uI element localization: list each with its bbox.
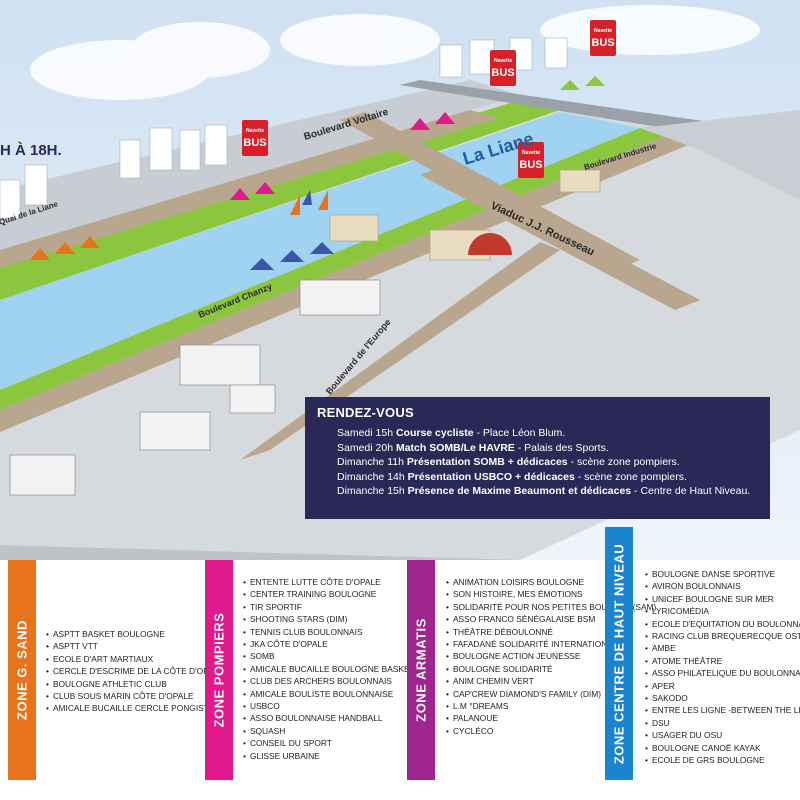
list-item: AMBE — [645, 642, 800, 654]
list-item: RACING CLUB BREQUERECQUE OSTROHOVE — [645, 630, 800, 642]
svg-text:Navette: Navette — [594, 28, 612, 34]
list-item: PALANOUE — [446, 712, 656, 724]
list-item: BOULOGNE SOLIDARITÉ — [446, 663, 656, 675]
zone-g-sand-title: ZONE G. SAND — [14, 620, 30, 720]
list-item: ENTRE LES LIGNE -BETWEEN THE LINE — [645, 704, 800, 716]
list-item: DSU — [645, 717, 800, 729]
svg-text:Navette: Navette — [494, 58, 512, 64]
list-item: ECOLE DE GRS BOULOGNE — [645, 754, 800, 766]
list-item: USBCO — [243, 700, 415, 712]
list-item: ASSO BOULONNAISE HANDBALL — [243, 712, 415, 724]
list-item: AVIRON BOULONNAIS — [645, 580, 800, 592]
list-item: FAFADANÉ SOLIDARITÉ INTERNATIONALE — [446, 638, 656, 650]
svg-text:BUS: BUS — [243, 137, 266, 149]
list-item: SQUASH — [243, 725, 415, 737]
zone-g-sand-list: ASPTT BASKET BOULOGNE ASPTT VTT ECOLE D'… — [46, 628, 224, 715]
zone-armatis-list: ANIMATION LOISIRS BOULOGNE SON HISTOIRE,… — [446, 576, 656, 737]
list-item: ECOLE D'ART MARTIAUX — [46, 653, 224, 665]
list-item: CENTER TRAINING BOULOGNE — [243, 588, 415, 600]
map-illustration: Navette BUS Navette BUS Navette BUS Nave… — [0, 0, 800, 560]
list-item: SOLIDARITÉ POUR NOS PETITES BOUILLES (SA… — [446, 601, 656, 613]
list-item: BOULOGNE DANSE SPORTIVE — [645, 568, 800, 580]
tunnel — [468, 233, 512, 255]
zone-centre-haut-niveau-bar: ZONE CENTRE DE HAUT NIVEAU — [605, 527, 633, 780]
list-item: CYCLÉCO — [446, 725, 656, 737]
list-item: CLUB DES ARCHERS BOULONNAIS — [243, 675, 415, 687]
list-item: TIR SPORTIF — [243, 601, 415, 613]
banner-hours: H À 18H. — [0, 142, 62, 159]
event-line: Dimanche 11h Présentation SOMB + dédicac… — [337, 456, 680, 469]
event-line: Dimanche 14h Présentation USBCO + dédica… — [337, 470, 687, 483]
list-item: SAKODO — [645, 692, 800, 704]
list-item: ANIMATION LOISIRS BOULOGNE — [446, 576, 656, 588]
list-item: AMICALE BUCAILLE CERCLE PONGISTE — [46, 702, 224, 714]
zone-pompiers-bar: ZONE POMPIERS — [205, 560, 233, 780]
list-item: BOULOGNE CANOË KAYAK — [645, 742, 800, 754]
navette-bus-pins: Navette BUS Navette BUS Navette BUS Nave… — [242, 20, 616, 178]
rendez-vous-box: RENDEZ-VOUS Samedi 15h Course cycliste -… — [305, 397, 770, 519]
list-item: ATOME THÉÂTRE — [645, 655, 800, 667]
rendez-vous-title: RENDEZ-VOUS — [317, 405, 414, 420]
svg-text:BUS: BUS — [491, 67, 514, 79]
list-item: LYRICOMÉDIA — [645, 605, 800, 617]
list-item: JKA CÔTE D'OPALE — [243, 638, 415, 650]
event-line: Dimanche 15h Présence de Maxime Beaumont… — [337, 485, 751, 498]
list-item: ECOLE D'EQUITATION DU BOULONNAIS — [645, 618, 800, 630]
list-item: AMICALE BOULISTE BOULONNAISE — [243, 688, 415, 700]
list-item: GLISSE URBAINE — [243, 750, 415, 762]
list-item: ASSO PHILATELIQUE DU BOULONNAIS — [645, 667, 800, 679]
zone-pompiers-list: ENTENTE LUTTE CÔTE D'OPALE CENTER TRAINI… — [243, 576, 415, 762]
list-item: APER — [645, 680, 800, 692]
zone-centre-haut-niveau-title: ZONE CENTRE DE HAUT NIVEAU — [611, 543, 627, 764]
zone-armatis-bar: ZONE ARMATIS — [407, 560, 435, 780]
svg-text:BUS: BUS — [519, 159, 542, 171]
svg-text:Navette: Navette — [522, 150, 540, 156]
svg-text:BUS: BUS — [591, 37, 614, 49]
list-item: BOULOGNE ACTION JEUNESSE — [446, 650, 656, 662]
zone-centre-haut-niveau-list: BOULOGNE DANSE SPORTIVE AVIRON BOULONNAI… — [645, 568, 800, 767]
list-item: ASPTT BASKET BOULOGNE — [46, 628, 224, 640]
list-item: ASSO FRANCO SÉNÉGALAISE BSM — [446, 613, 656, 625]
list-item: SOMB — [243, 650, 415, 662]
list-item: TENNIS CLUB BOULONNAIS — [243, 626, 415, 638]
list-item: ENTENTE LUTTE CÔTE D'OPALE — [243, 576, 415, 588]
list-item: USAGER DU OSU — [645, 729, 800, 741]
list-item: ASPTT VTT — [46, 640, 224, 652]
zone-armatis-title: ZONE ARMATIS — [413, 618, 429, 722]
list-item: SHOOTING STARS (DIM) — [243, 613, 415, 625]
list-item: CONSEIL DU SPORT — [243, 737, 415, 749]
list-item: UNICEF BOULOGNE SUR MER — [645, 593, 800, 605]
event-line: Samedi 20h Match SOMB/Le HAVRE - Palais … — [337, 441, 609, 454]
list-item: CAP'CREW DIAMOND'S FAMILY (DIM) — [446, 688, 656, 700]
list-item: THÉÂTRE DÉBOULONNÉ — [446, 626, 656, 638]
list-item: CLUB SOUS MARIN CÔTE D'OPALE — [46, 690, 224, 702]
list-item: CERCLE D'ESCRIME DE LA CÔTE D'OPALE — [46, 665, 224, 677]
list-item: L.M °DREAMS — [446, 700, 656, 712]
stands — [30, 76, 605, 270]
list-item: AMICALE BUCAILLE BOULOGNE BASKET — [243, 663, 415, 675]
zone-pompiers-title: ZONE POMPIERS — [211, 612, 227, 728]
svg-text:Navette: Navette — [246, 128, 264, 134]
sailboats — [290, 190, 328, 215]
clouds — [30, 5, 760, 100]
list-item: BOULOGNE ATHLETIC CLUB — [46, 678, 224, 690]
event-map: Navette BUS Navette BUS Navette BUS Nave… — [0, 0, 800, 560]
event-line: Samedi 15h Course cycliste - Place Léon … — [337, 427, 566, 439]
list-item: SON HISTOIRE, MES ÉMOTIONS — [446, 588, 656, 600]
list-item: ANIM CHEMIN VERT — [446, 675, 656, 687]
viaduc-road — [420, 165, 700, 310]
zone-g-sand-bar: ZONE G. SAND — [8, 560, 36, 780]
